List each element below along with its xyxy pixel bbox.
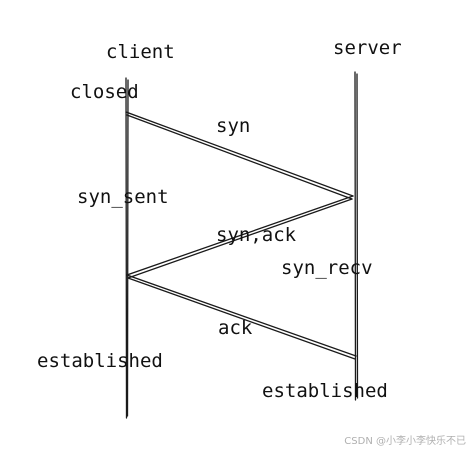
client-state-established: established	[37, 350, 163, 372]
watermark: CSDN @小李小李快乐不已	[344, 434, 466, 447]
ack-arrow	[126, 274, 357, 360]
message-syn-ack-label: syn,ack	[216, 224, 297, 246]
server-label: server	[333, 37, 402, 59]
client-state-syn-sent: syn_sent	[77, 186, 169, 208]
syn-arrow	[125, 111, 354, 200]
syn-ack-arrow	[126, 195, 354, 279]
server-state-syn-recv: syn_recv	[281, 257, 373, 279]
client-lifeline	[125, 77, 129, 419]
message-ack-label: ack	[218, 317, 253, 339]
client-state-closed: closed	[70, 81, 139, 103]
server-lifeline	[354, 71, 359, 401]
message-syn-label: syn	[216, 115, 250, 137]
client-label: client	[106, 41, 175, 63]
server-state-established: established	[262, 380, 388, 402]
